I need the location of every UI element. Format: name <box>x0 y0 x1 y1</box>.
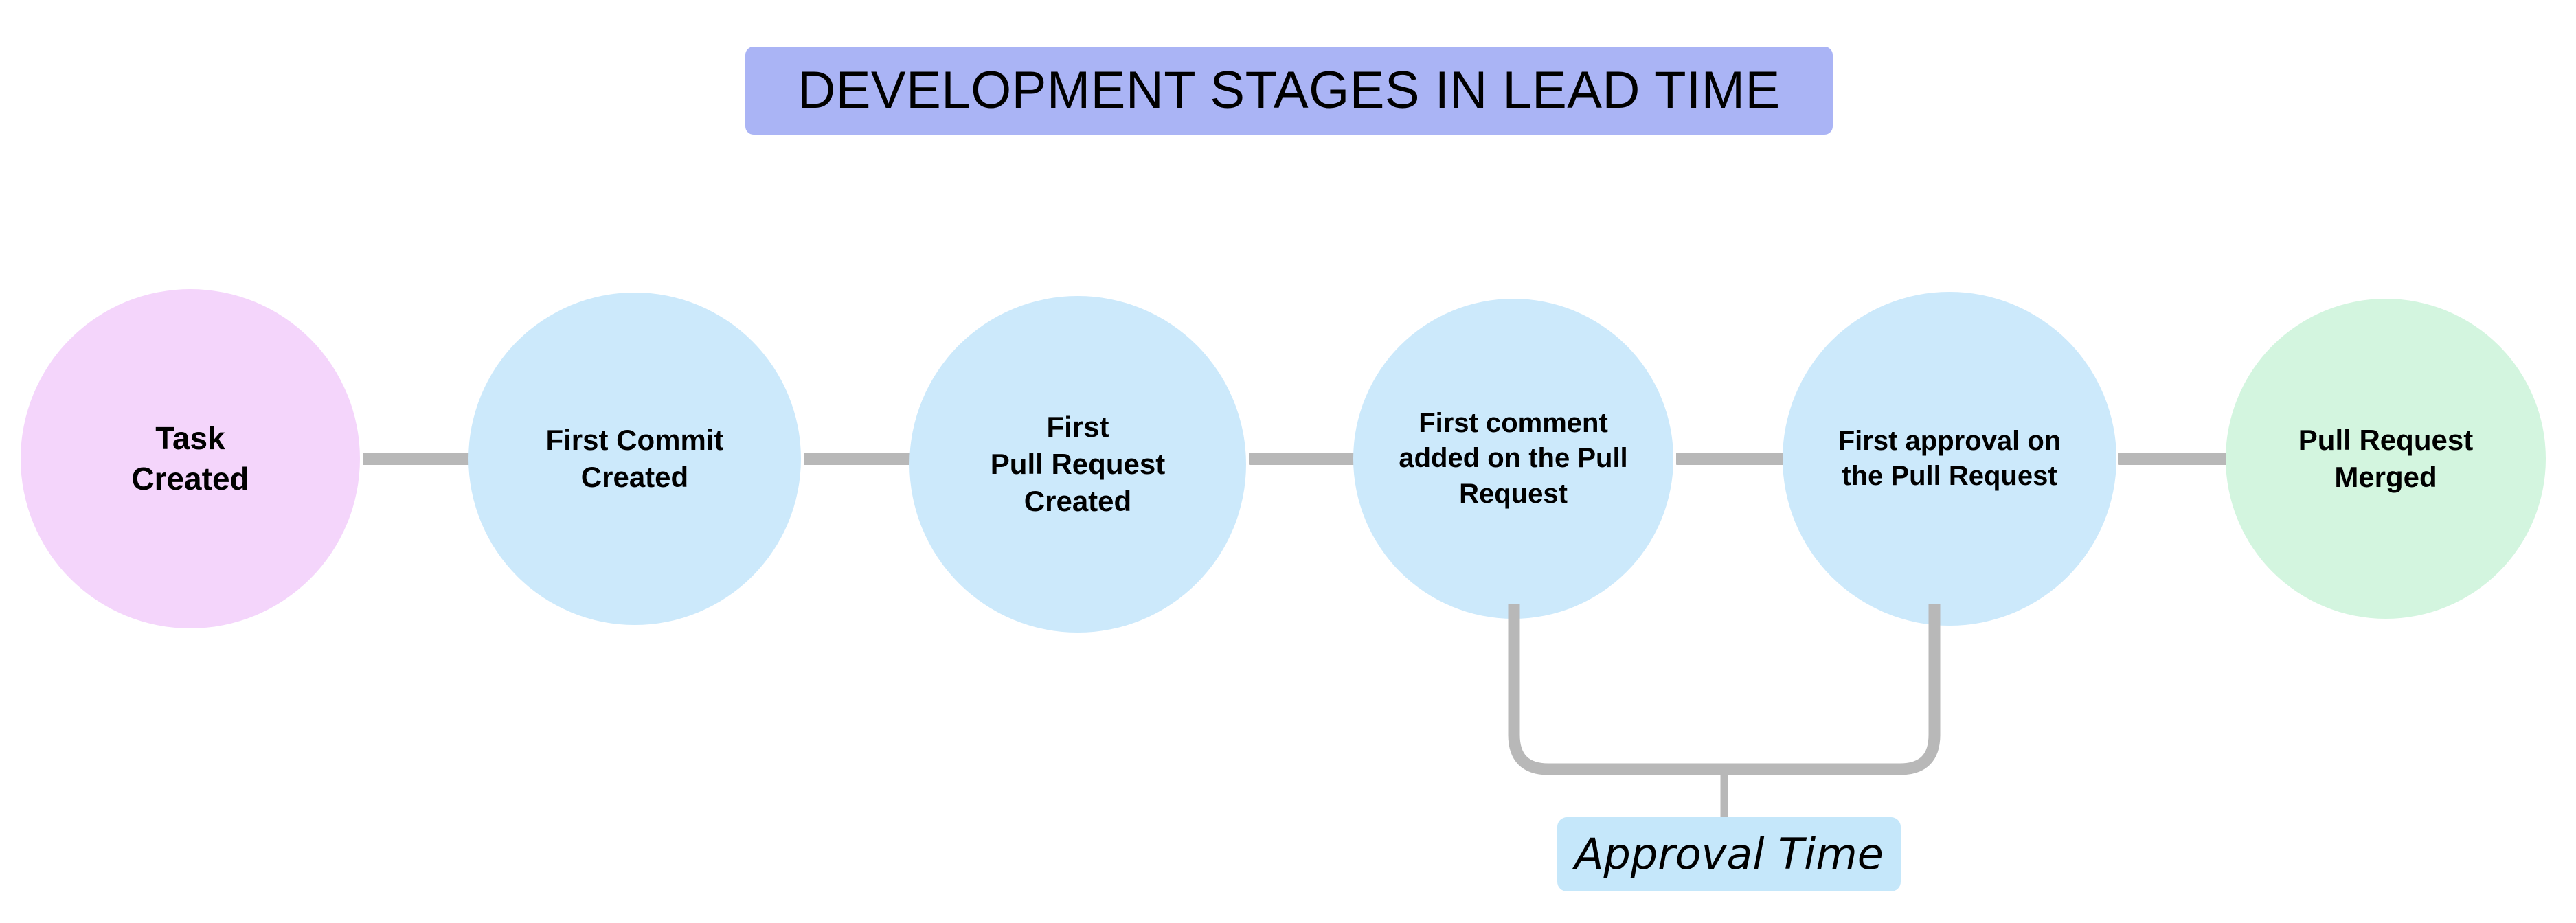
node-label-first-commit-created: First Commit Created <box>545 424 724 493</box>
connector-pr-to-comment <box>1249 453 1356 465</box>
approval-time-label-box[interactable]: Approval Time <box>1557 817 1901 891</box>
page-title: DEVELOPMENT STAGES IN LEAD TIME <box>798 61 1781 119</box>
node-first-pull-request-created[interactable]: First Pull Request Created <box>909 296 1246 633</box>
approval-time-bracket <box>1508 604 1941 823</box>
approval-time-label: Approval Time <box>1574 829 1884 879</box>
connector-task-to-commit <box>363 453 469 465</box>
node-label-pull-request-merged: Pull Request Merged <box>2298 424 2474 493</box>
diagram-title-banner: DEVELOPMENT STAGES IN LEAD TIME <box>745 47 1833 135</box>
connector-commit-to-pr <box>804 453 912 465</box>
node-pull-request-merged[interactable]: Pull Request Merged <box>2226 299 2546 619</box>
node-label-first-pull-request-created: First Pull Request Created <box>990 411 1166 517</box>
node-first-approval[interactable]: First approval on the Pull Request <box>1783 292 2116 626</box>
node-task-created[interactable]: Task Created <box>21 289 360 628</box>
node-label-first-comment-added: First comment added on the Pull Request <box>1399 408 1628 509</box>
connector-comment-to-approval <box>1676 453 1786 465</box>
node-first-comment-added[interactable]: First comment added on the Pull Request <box>1353 299 1673 619</box>
connector-approval-to-merged <box>2118 453 2227 465</box>
node-label-first-approval: First approval on the Pull Request <box>1838 425 2061 491</box>
node-first-commit-created[interactable]: First Commit Created <box>468 293 801 625</box>
node-label-task-created: Task Created <box>131 420 249 497</box>
